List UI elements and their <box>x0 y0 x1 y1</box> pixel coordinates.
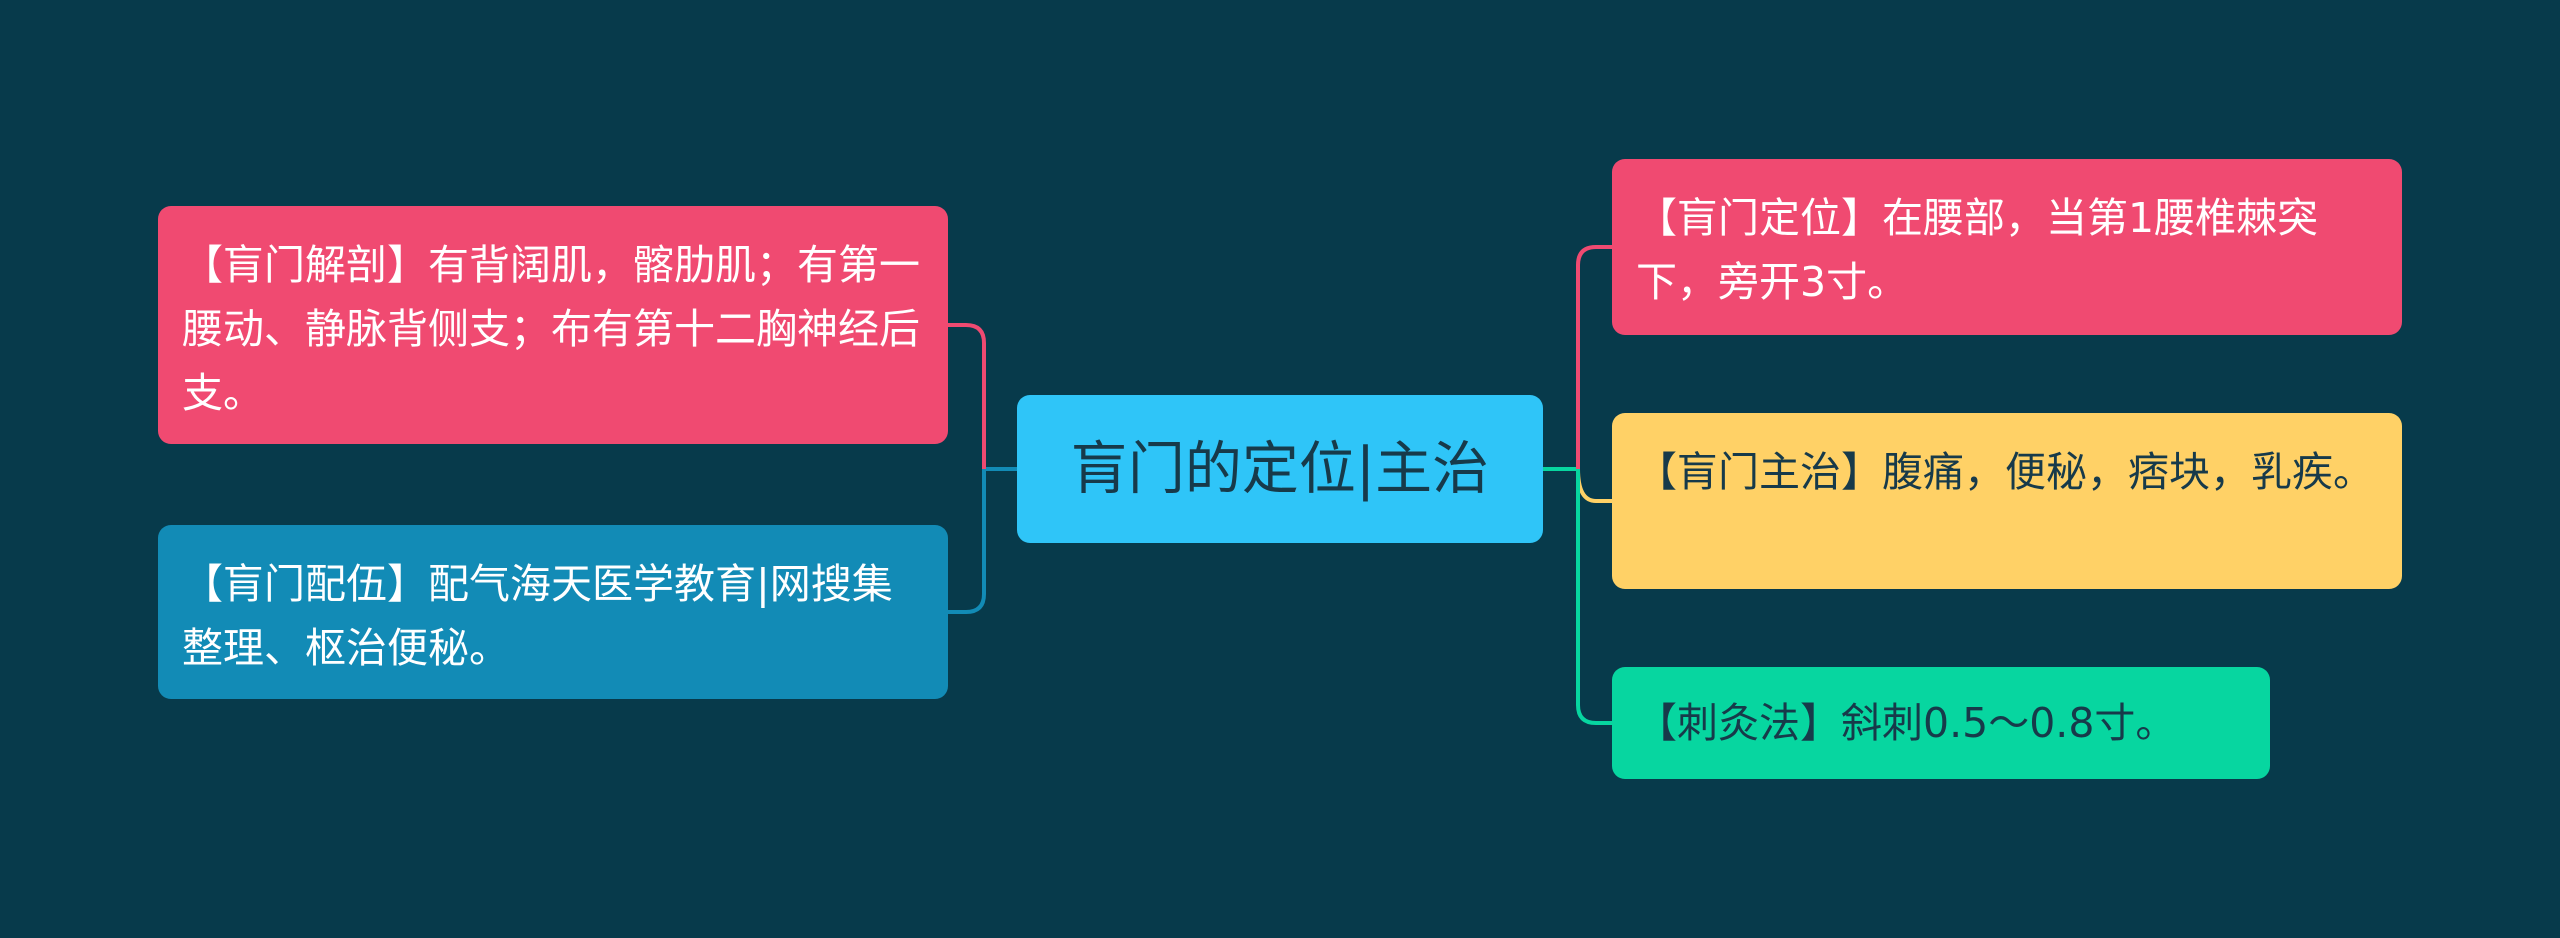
branch-node-location[interactable]: 【肓门定位】在腰部，当第1腰椎棘突下，旁开3寸。 <box>1612 159 2402 335</box>
branch-node-indications[interactable]: 【肓门主治】腹痛，便秘，痞块，乳疾。 <box>1612 413 2402 589</box>
branch-node-acupuncture-method[interactable]: 【刺灸法】斜刺0.5～0.8寸。 <box>1612 667 2270 779</box>
branch-node-combination[interactable]: 【肓门配伍】配气海天医学教育|网搜集整理、枢治便秘。 <box>158 525 948 699</box>
connector-right-3 <box>1576 469 1612 725</box>
connector-right-2 <box>1576 468 1612 503</box>
connector-left-1 <box>948 323 986 469</box>
branch-node-anatomy[interactable]: 【肓门解剖】有背阔肌，髂肋肌；有第一腰动、静脉背侧支；布有第十二胸神经后支。 <box>158 206 948 444</box>
connector-right-1 <box>1576 245 1612 469</box>
connector-left-2 <box>948 469 986 614</box>
center-topic-node[interactable]: 肓门的定位|主治 <box>1017 395 1543 543</box>
